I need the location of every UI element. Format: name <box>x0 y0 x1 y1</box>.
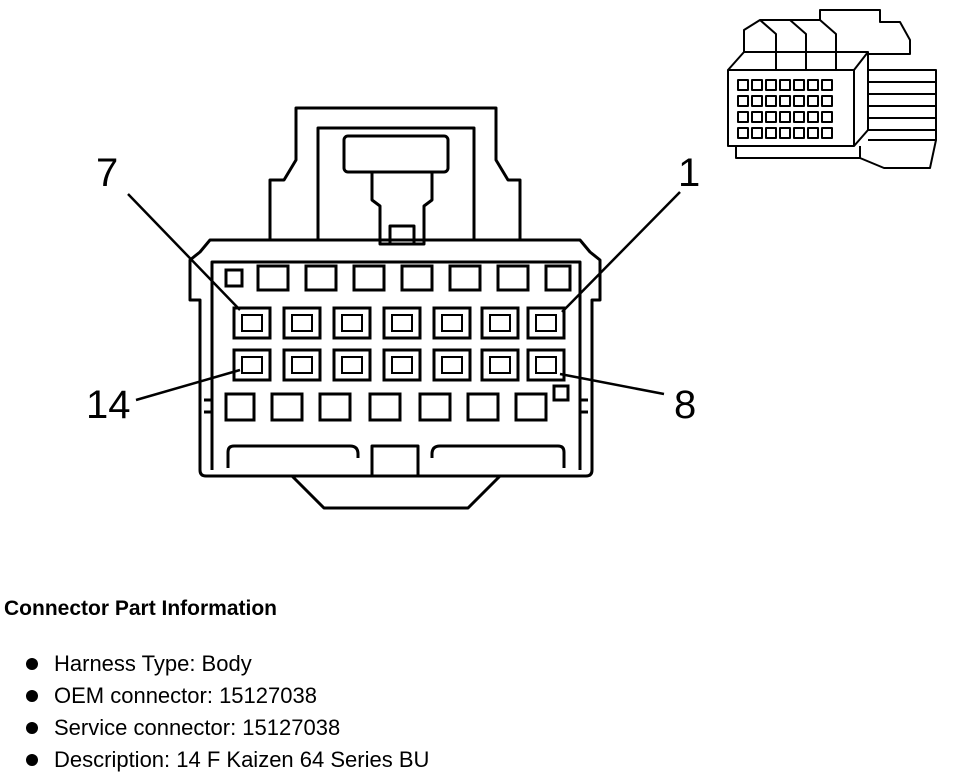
pin-label-7: 7 <box>96 151 118 195</box>
pin-cavity-inner <box>241 314 557 374</box>
list-item: Harness Type: Body <box>4 648 944 680</box>
leader-pin-1 <box>561 191 681 313</box>
cavity <box>304 264 338 292</box>
cavity <box>496 264 530 292</box>
cavity <box>466 392 500 422</box>
top-dummy-cavities <box>224 264 572 292</box>
leader-pin-7 <box>127 193 241 311</box>
connector-description: Description: 14 F Kaizen 64 Series BU <box>54 747 430 772</box>
pin-label-8: 8 <box>674 383 696 427</box>
section-title: Connector Part Information <box>4 597 278 620</box>
connector-latch-tab <box>370 172 434 246</box>
pin-cavity-7 <box>232 306 272 340</box>
pin-cavity-3 <box>432 306 472 340</box>
pin-cavity-6 <box>282 306 322 340</box>
connector-side-notch-left <box>204 398 212 414</box>
oem-connector: OEM connector: 15127038 <box>54 683 317 708</box>
pin-cavity-2 <box>480 306 520 340</box>
list-item: Service connector: 15127038 <box>4 712 944 744</box>
list-item: OEM connector: 15127038 <box>4 680 944 712</box>
pin-cavity-5 <box>332 306 372 340</box>
bottom-dummy-cavities <box>224 384 570 422</box>
pin-cavity-13 <box>282 348 322 382</box>
cavity <box>400 264 434 292</box>
connector-latch-inner <box>316 126 476 240</box>
connector-body <box>188 106 602 510</box>
cavity <box>270 392 304 422</box>
cavity <box>224 392 256 422</box>
pin-cavity-10 <box>432 348 472 382</box>
cavity <box>256 264 290 292</box>
polarization-key <box>224 268 244 288</box>
connector-side-notch-right <box>580 398 588 414</box>
list-item: Description: 14 F Kaizen 64 Series BU <box>4 744 944 776</box>
cavity <box>544 264 572 292</box>
bullet-icon <box>26 658 38 670</box>
bullet-icon <box>26 754 38 766</box>
service-connector: Service connector: 15127038 <box>54 715 341 740</box>
connector-part-information: Connector Part Information Harness Type:… <box>4 596 944 776</box>
pin-cavity-8 <box>526 348 566 382</box>
pin-cavity-4 <box>382 306 422 340</box>
part-info-list: Harness Type: Body OEM connector: 151270… <box>4 648 944 776</box>
leader-pin-8 <box>559 372 665 396</box>
callout-leaders <box>127 191 681 402</box>
connector-skirt-key <box>370 444 420 476</box>
pin-cavities <box>232 306 566 382</box>
pin-label-14: 14 <box>86 383 131 427</box>
cavity <box>368 392 402 422</box>
bullet-icon <box>26 690 38 702</box>
connector-latch-slot <box>388 224 416 246</box>
pin-cavity-14 <box>232 348 272 382</box>
cavity <box>514 392 548 422</box>
connector-latch <box>268 106 522 240</box>
polarization-key <box>552 384 570 402</box>
pin-cavity-11 <box>382 348 422 382</box>
leader-pin-14 <box>135 368 241 402</box>
cavity <box>418 392 452 422</box>
pin-cavity-9 <box>480 348 520 382</box>
pin-cavity-1 <box>526 306 566 340</box>
connector-housing <box>188 238 602 478</box>
cavity <box>352 264 386 292</box>
connector-latch-window <box>342 134 450 174</box>
pin-label-1: 1 <box>678 151 700 195</box>
connector-housing-inner <box>210 260 582 470</box>
cavity <box>448 264 482 292</box>
pin-cavity-12 <box>332 348 372 382</box>
connector-thumbnail <box>727 9 937 169</box>
connector-skirt-rail <box>226 444 566 468</box>
harness-type: Harness Type: Body <box>54 651 252 676</box>
connector-skirt <box>290 474 502 510</box>
cavity <box>318 392 352 422</box>
bullet-icon <box>26 722 38 734</box>
